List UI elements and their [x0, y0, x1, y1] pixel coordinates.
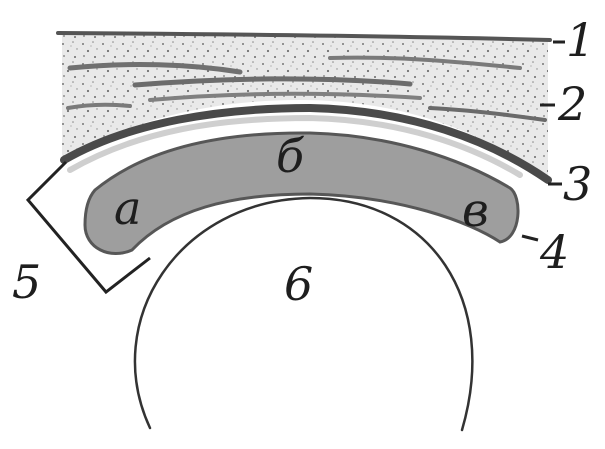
label-3: 3	[563, 157, 592, 211]
label-b: б	[276, 129, 305, 183]
leader-4	[522, 236, 538, 240]
label-1: 1	[566, 13, 595, 67]
label-a: а	[114, 181, 141, 235]
label-6: 6	[284, 257, 313, 311]
label-5: 5	[12, 255, 41, 309]
bone-head	[135, 198, 472, 430]
label-4: 4	[539, 225, 569, 279]
label-2: 2	[557, 77, 587, 131]
label-v: в	[462, 183, 489, 237]
